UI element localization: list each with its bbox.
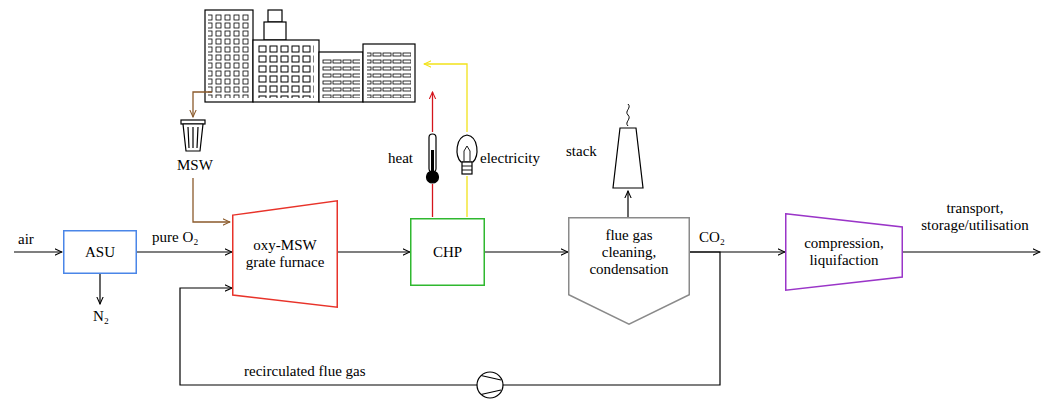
building xyxy=(253,40,319,102)
nitrogen-arrow xyxy=(99,274,100,304)
box-label: compression, liquifaction xyxy=(794,235,894,269)
process-box: CHP xyxy=(410,218,485,286)
box-text-area: oxy-MSW grate furnace xyxy=(237,237,333,271)
building xyxy=(363,44,415,102)
building xyxy=(264,22,286,40)
box-label: CHP xyxy=(415,244,481,261)
flow-arrow xyxy=(338,251,410,252)
flow-label: heat xyxy=(388,150,413,167)
flow-arrow xyxy=(485,251,568,252)
edge-label: recirculated flue gas xyxy=(242,363,368,380)
building xyxy=(205,10,253,102)
stack-smoke xyxy=(627,104,629,126)
fan-casing xyxy=(477,372,503,398)
process-box: compression, liquifaction xyxy=(785,213,903,291)
heat-arrow xyxy=(432,92,433,132)
box-label: flue gas cleaning, condensation xyxy=(581,227,677,278)
box-border xyxy=(569,218,690,325)
air-arrow xyxy=(14,251,62,252)
edge-label: pure O₂ xyxy=(150,229,200,246)
bulb-socket xyxy=(462,162,472,174)
light-bulb-icon xyxy=(457,135,477,174)
flow-label: MSW xyxy=(177,157,213,174)
box-text-area: flue gas cleaning, condensation xyxy=(581,227,677,278)
box-border xyxy=(786,214,903,291)
box-label: oxy-MSW grate furnace xyxy=(237,237,333,271)
waste-bin-icon xyxy=(181,120,205,151)
box-border xyxy=(233,201,338,308)
heat-arrow xyxy=(432,184,433,217)
flow-label: electricity xyxy=(480,150,540,167)
building-windows xyxy=(257,44,314,98)
thermometer-fill xyxy=(431,150,434,174)
bulb-glass xyxy=(457,135,477,162)
bulb-thread xyxy=(462,166,472,170)
flow-label: air xyxy=(18,231,34,248)
stack-body xyxy=(613,128,643,188)
electricity-arrow xyxy=(466,176,467,217)
process-box: ASU xyxy=(63,230,137,274)
edge-label: CO₂ xyxy=(697,229,727,246)
flow-label: N₂ xyxy=(93,308,109,325)
bin-ribs xyxy=(188,127,198,148)
flow-label: stack xyxy=(566,143,597,160)
fan-blades xyxy=(481,376,501,395)
city-buildings xyxy=(205,10,415,102)
waste-flow-arrow xyxy=(193,178,230,222)
bulb-filament xyxy=(464,146,470,161)
stack-arrow xyxy=(627,191,628,217)
building-windows xyxy=(322,58,360,98)
building xyxy=(319,52,363,102)
flow-arrow xyxy=(137,251,232,252)
transport-arrow xyxy=(903,251,1040,252)
process-box: flue gas cleaning, condensation xyxy=(568,217,690,325)
flow-label: transport, storage/utilisation xyxy=(905,200,1045,234)
waste-flow-arrow xyxy=(193,92,212,117)
bin-body xyxy=(183,124,203,151)
thermometer-icon xyxy=(427,134,439,183)
building-windows xyxy=(367,50,411,98)
building xyxy=(268,10,282,22)
stack-symbol xyxy=(613,104,643,188)
process-box: oxy-MSW grate furnace xyxy=(232,200,338,308)
box-text-area: CHP xyxy=(415,244,481,261)
box-label: ASU xyxy=(68,244,132,261)
box-border xyxy=(411,219,485,286)
box-text-area: ASU xyxy=(68,244,132,261)
electricity-arrow xyxy=(424,64,467,132)
recirculation-fan-symbol xyxy=(477,372,503,398)
box-text-area: compression, liquifaction xyxy=(794,235,894,269)
box-border xyxy=(64,231,137,274)
building-windows xyxy=(208,14,250,98)
